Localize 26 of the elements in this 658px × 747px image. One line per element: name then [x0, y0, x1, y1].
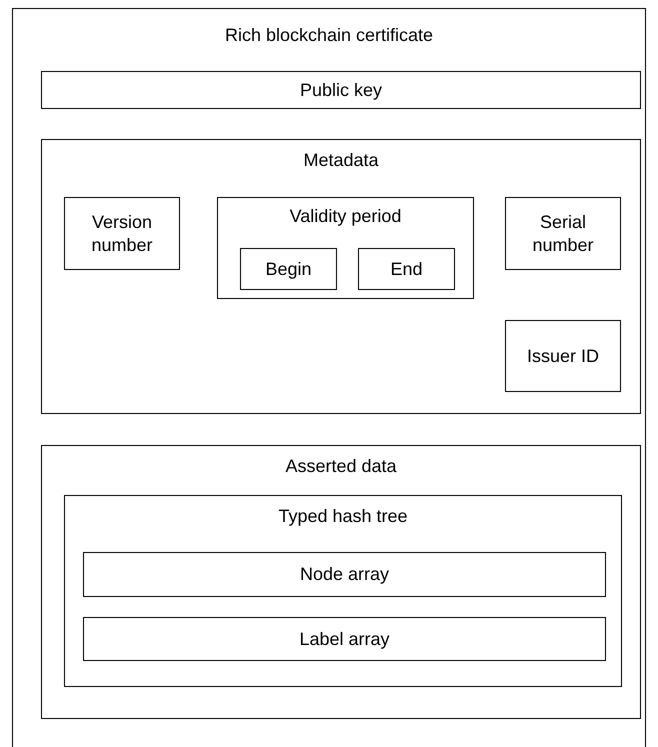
field-box	[83, 617, 606, 661]
field-label: Node array	[298, 563, 390, 586]
field-label: Label array	[298, 628, 391, 650]
section-box	[41, 139, 641, 414]
field-box	[358, 248, 455, 290]
field-label: Issuer ID	[526, 344, 600, 368]
field-label: Begin	[264, 258, 313, 280]
field-box	[240, 248, 337, 290]
field-label: Serial number	[531, 211, 595, 256]
section-title: Asserted data	[284, 456, 398, 477]
section-box	[41, 445, 641, 719]
field-label: End	[389, 258, 424, 280]
section-box	[217, 197, 474, 299]
section-title: Validity period	[288, 206, 402, 227]
field-box	[41, 71, 641, 109]
section-box	[12, 8, 646, 747]
field-box	[83, 552, 606, 597]
field-label: Version number	[90, 211, 154, 256]
section-box	[64, 495, 622, 687]
section-title: Rich blockchain certificate	[224, 25, 434, 46]
section-title: Metadata	[302, 150, 380, 171]
field-label: Public key	[298, 78, 384, 102]
field-box	[505, 320, 621, 392]
section-title: Typed hash tree	[277, 506, 409, 527]
field-box	[64, 197, 180, 270]
field-box	[505, 197, 621, 270]
